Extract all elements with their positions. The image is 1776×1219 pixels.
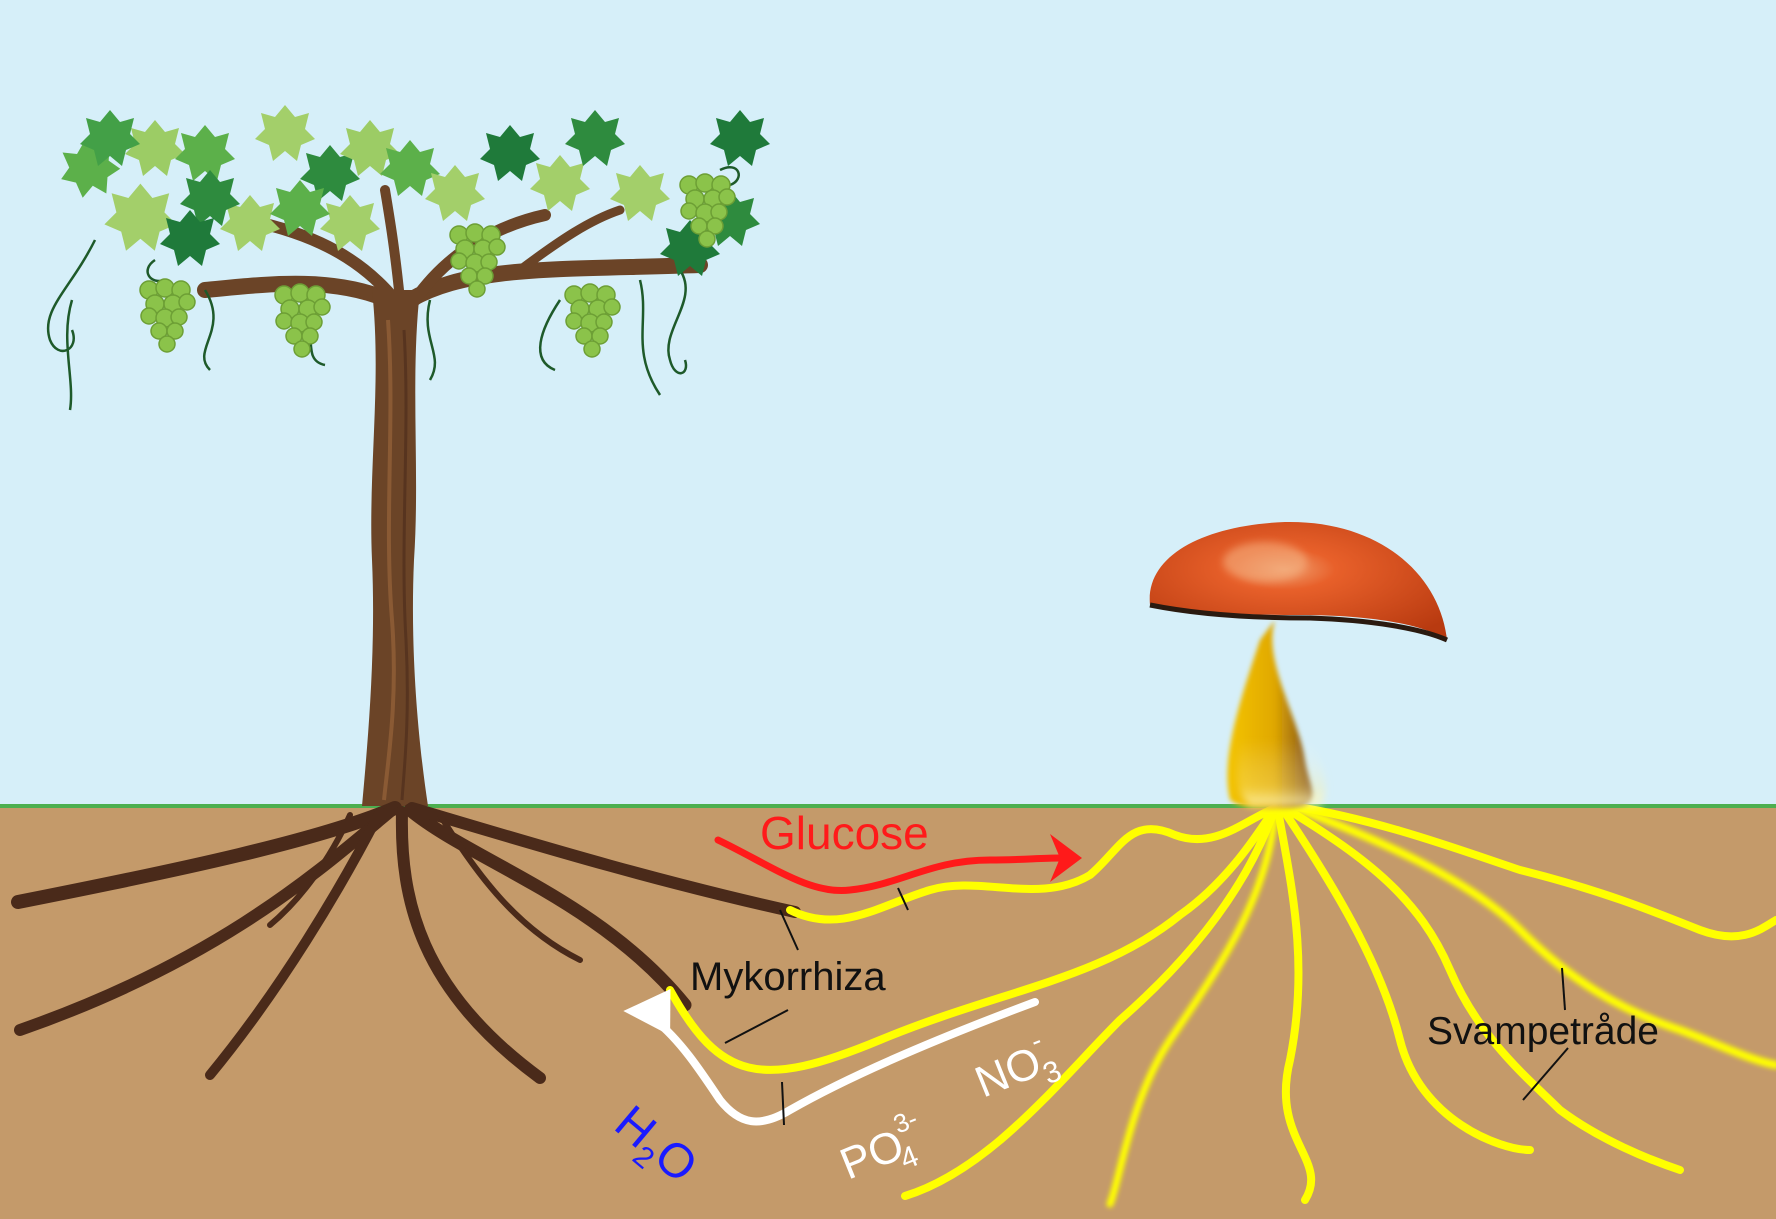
tree-roots	[11, 801, 801, 1084]
leader-svampetrade-upper	[1561, 967, 1566, 1011]
leader-mycorrhiza-lower	[724, 1009, 789, 1044]
glucose-label: Glucose	[760, 807, 929, 859]
nutrient-arrowhead	[623, 989, 671, 1036]
leader-white-arrow	[781, 1081, 785, 1126]
fungal-hyphae	[666, 802, 1776, 1208]
glucose-arrow	[714, 834, 1082, 895]
tree-trunk	[362, 290, 428, 806]
leader-lines	[724, 887, 1569, 1126]
glucose-arrowhead	[1050, 834, 1082, 882]
mycorrhiza-label: Mykorrhiza	[690, 955, 886, 999]
leader-mycorrhiza-upper	[779, 909, 799, 951]
grapevine-tree	[46, 105, 770, 806]
hypha-to-lower-root	[666, 804, 1279, 1074]
leader-svampetrade-lower	[1522, 1047, 1569, 1101]
nutrient-arrow	[623, 989, 1039, 1126]
leader-glucose-hypha	[897, 887, 909, 911]
mushroom-cap	[1149, 521, 1447, 640]
soil	[0, 806, 1776, 1219]
hypha-to-upper-root	[786, 804, 1279, 924]
fungal-thread-label: Svampetråde	[1427, 1010, 1659, 1053]
mushroom	[1149, 521, 1449, 809]
